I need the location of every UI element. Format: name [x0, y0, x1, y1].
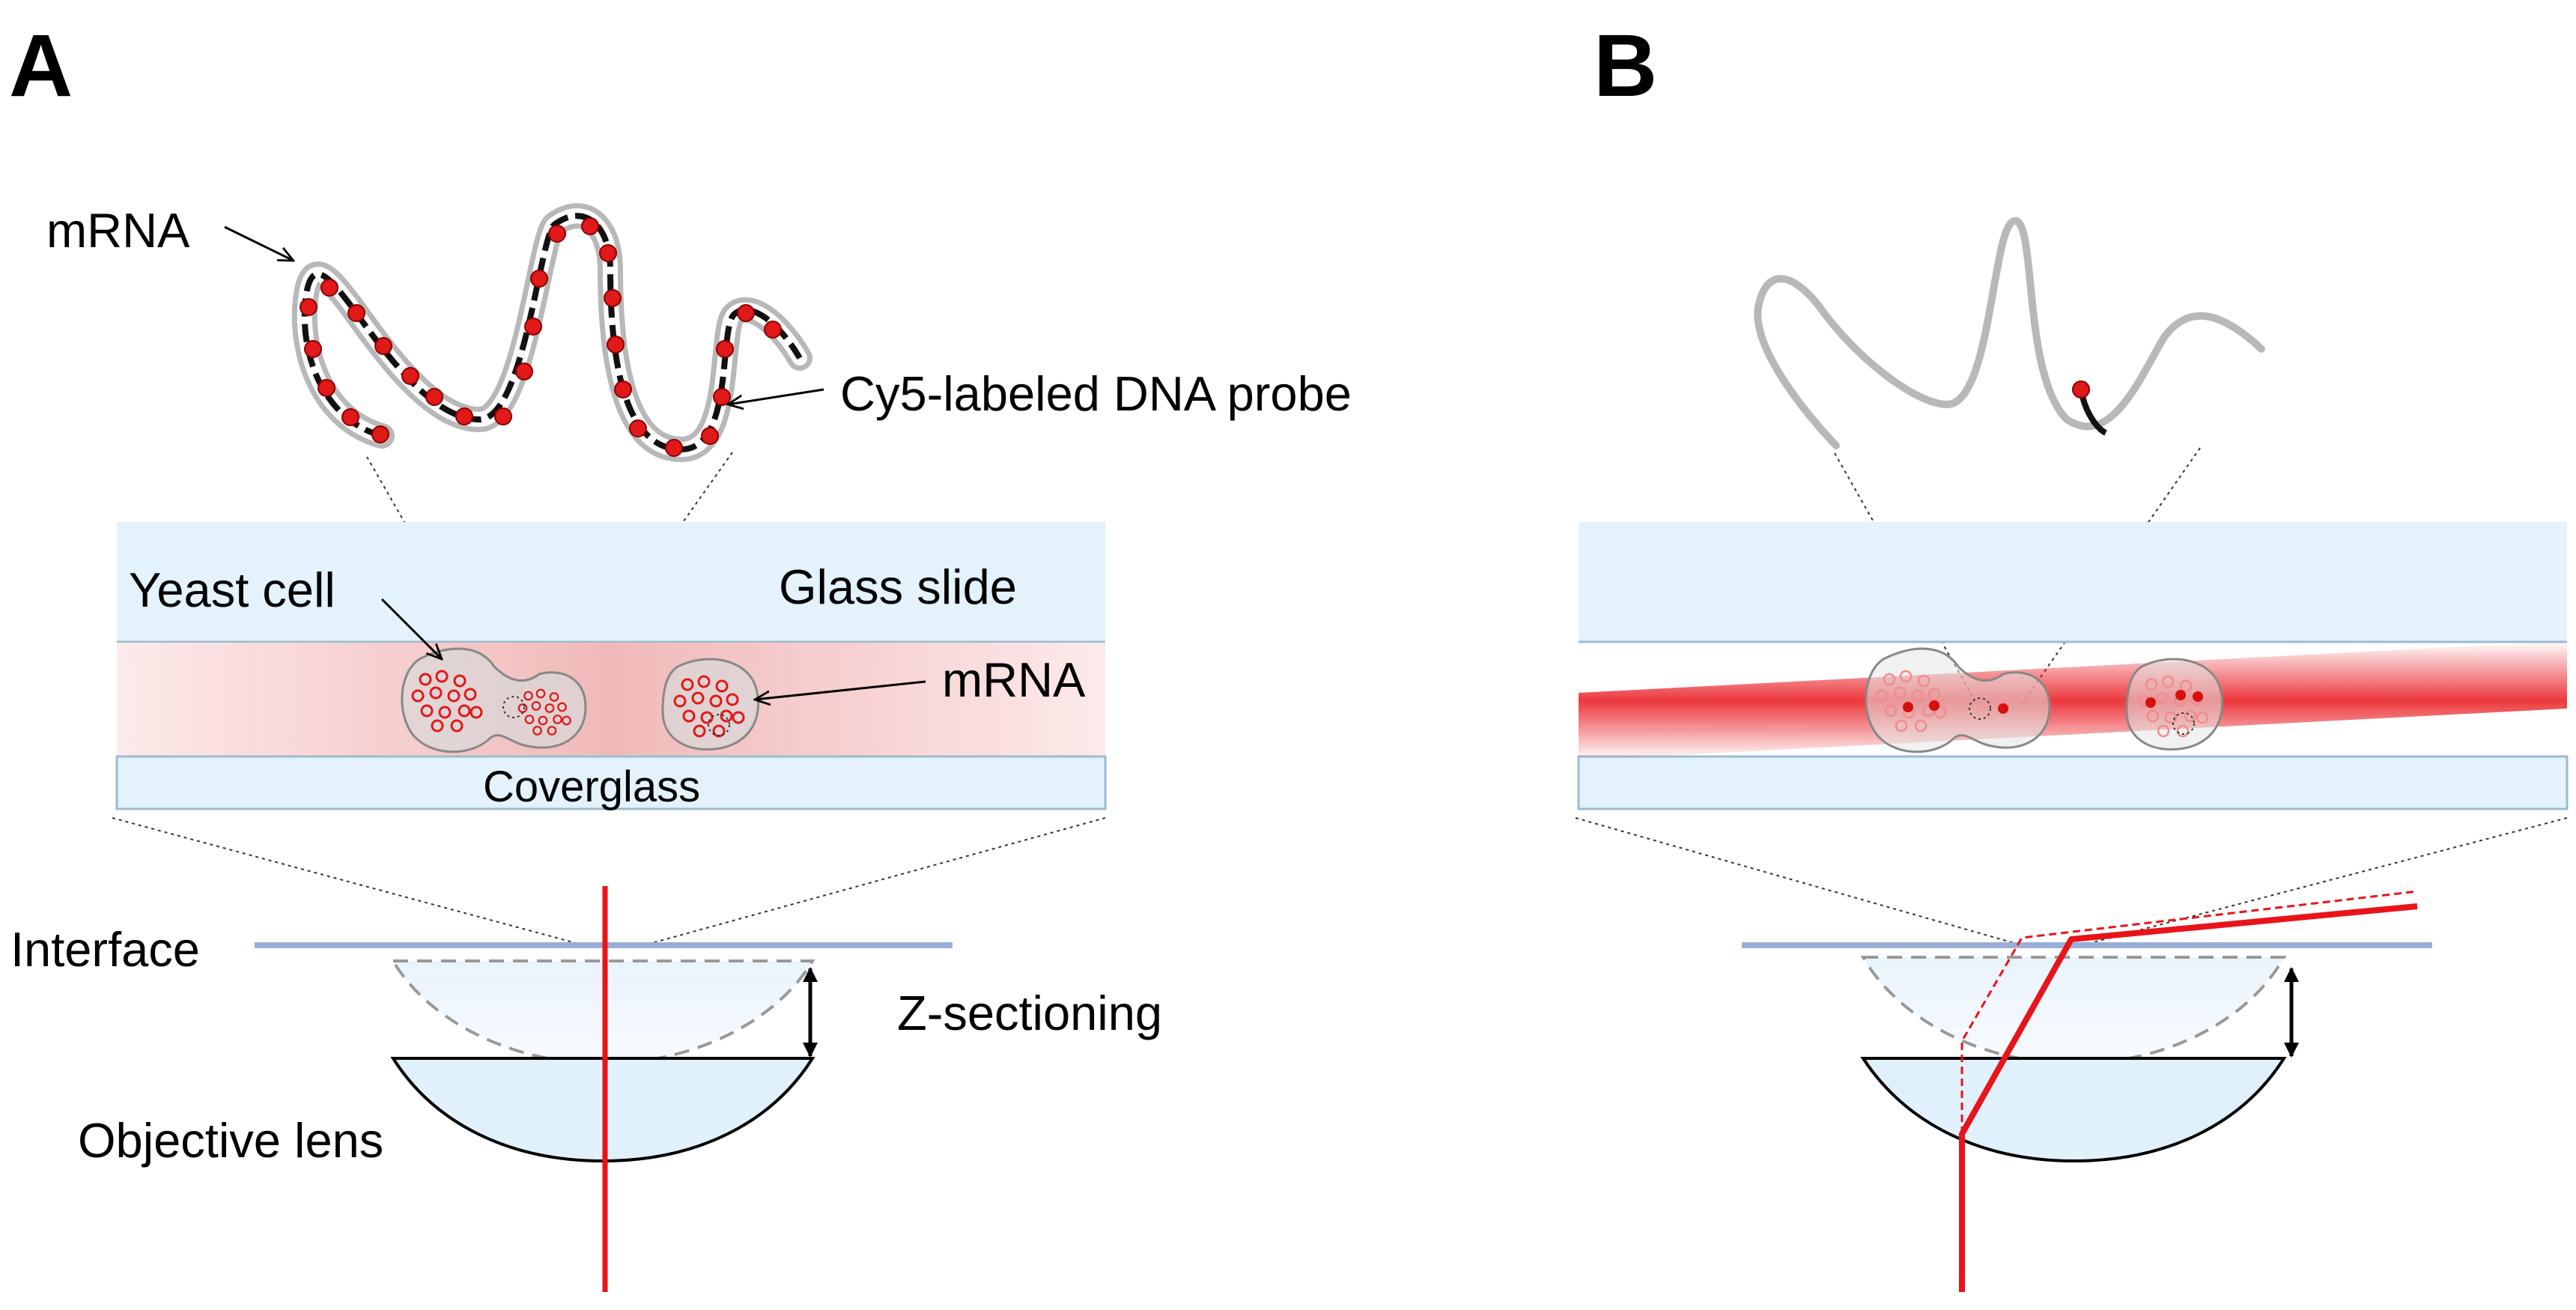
laser-beam-b-alt	[1960, 890, 2418, 1134]
yeast-cell-single-a	[661, 658, 760, 751]
probe-dot-b	[2072, 380, 2090, 398]
mrna-label-top: mRNA	[46, 203, 190, 258]
panel-a-letter: A	[9, 16, 73, 115]
objective-lens-label: Objective lens	[78, 1113, 383, 1168]
z-sectioning-label: Z-sectioning	[897, 986, 1162, 1040]
yeast-cell-budding-b	[1865, 647, 2051, 753]
sample-band-a	[117, 643, 1105, 756]
yeast-cell-budding-a	[401, 647, 587, 753]
objective-lens-b	[1860, 1057, 2287, 1163]
mrna-strand-b	[1754, 217, 2265, 449]
coverglass-b	[1577, 755, 2569, 810]
panel-b: B	[1575, 16, 2569, 1292]
yeast-cell-arrow	[380, 598, 442, 659]
mrna-cell-label: mRNA	[942, 652, 1086, 707]
panel-b-letter: B	[1594, 16, 1657, 115]
probe-arrow	[728, 388, 824, 404]
probe-dots	[300, 217, 782, 457]
zoom-line-b2-right	[2081, 817, 2568, 946]
mrna-backbone-b	[1754, 217, 2265, 449]
focal-plane-b	[1860, 956, 2287, 1066]
mrna-strand-a	[291, 203, 812, 463]
glass-slide-a	[117, 522, 1105, 642]
oblique-beam-band	[1579, 641, 2567, 760]
glass-slide-label: Glass slide	[779, 560, 1017, 614]
dna-probe-line	[301, 213, 803, 453]
laser-beam-b	[1959, 903, 2418, 1292]
yeast-cell-single-b	[2125, 658, 2224, 751]
zoom-line-a2-left	[112, 817, 585, 946]
coverglass-label: Coverglass	[483, 762, 700, 811]
mrna-top-arrow	[224, 225, 294, 261]
zoom-line-a2-right	[643, 817, 1106, 946]
mrna-cell-arrow	[755, 680, 926, 700]
yeast-cell-label: Yeast cell	[129, 562, 335, 617]
glass-slide-b	[1579, 522, 2567, 642]
panel-a: A mRNA Cy5-labeled DNA probe	[9, 16, 1352, 1292]
probe-label: Cy5-labeled DNA probe	[840, 366, 1352, 421]
coverglass-a	[115, 755, 1107, 810]
interface-label: Interface	[10, 922, 200, 977]
zoom-line-b2-left	[1575, 817, 2023, 946]
